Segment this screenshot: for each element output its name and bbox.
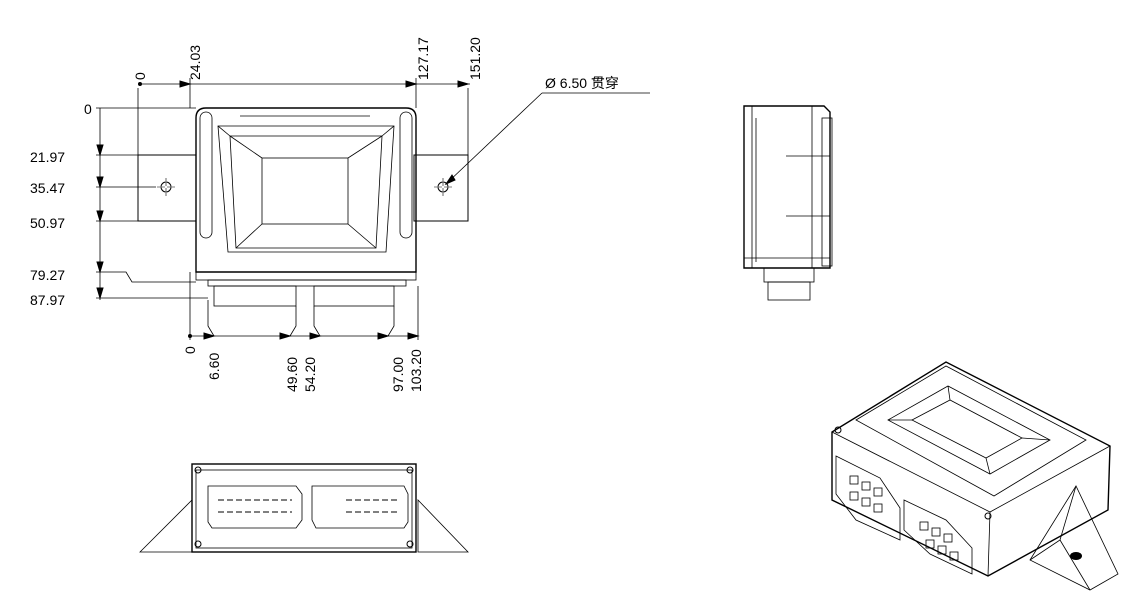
top-view: 0 24.03 127.17 151.20 0 21.97 35.47 50.9… [30,37,650,392]
iso-connector-right [903,499,973,575]
lid-outer [217,125,395,253]
front-view [139,463,469,553]
x-dim-0: 0 [132,72,148,80]
bottom-dim-2: 49.60 [284,357,300,392]
right-mount-hole [434,178,452,196]
y-dim-3: 50.97 [30,215,65,231]
y-dim-2: 35.47 [30,180,65,196]
hole-callout-text: Ø 6.50 贯穿 [545,75,619,91]
bottom-dim-0: 0 [182,346,198,354]
right-flange [413,154,469,222]
x-dim-1: 24.03 [187,45,203,80]
x-dim-3: 151.20 [467,37,483,80]
iso-bracket-hole [1070,552,1082,560]
front-connector-right [311,485,409,529]
front-connector-left [207,485,303,529]
left-flange [137,154,197,222]
y-dim-4: 79.27 [30,267,65,283]
y-dim-0: 0 [84,101,92,117]
connector-a [213,285,297,307]
iso-outline [831,361,1111,577]
side-view [743,105,833,301]
front-left-flange [139,499,193,553]
front-body [191,463,417,553]
lid-top-face [261,157,349,225]
isometric-view [831,361,1119,591]
iso-lid [855,365,1087,497]
front-right-flange [417,499,469,553]
y-dim-5: 87.97 [30,292,65,308]
iso-lid-top [911,399,1023,459]
bottom-dim-1: 6.60 [206,353,222,380]
side-connector [767,281,811,301]
iso-connector-left [835,455,901,541]
connector-b [313,285,395,307]
left-mount-hole [157,178,175,196]
x-dim-2: 127.17 [415,37,431,80]
bottom-dim-4: 97.00 [390,357,406,392]
bottom-dim-5: 103.20 [408,349,424,392]
side-body [743,105,831,269]
housing-outline [195,107,417,273]
y-dim-1: 21.97 [30,149,65,165]
iso-bracket [1029,485,1119,591]
bottom-dim-3: 54.20 [302,357,318,392]
